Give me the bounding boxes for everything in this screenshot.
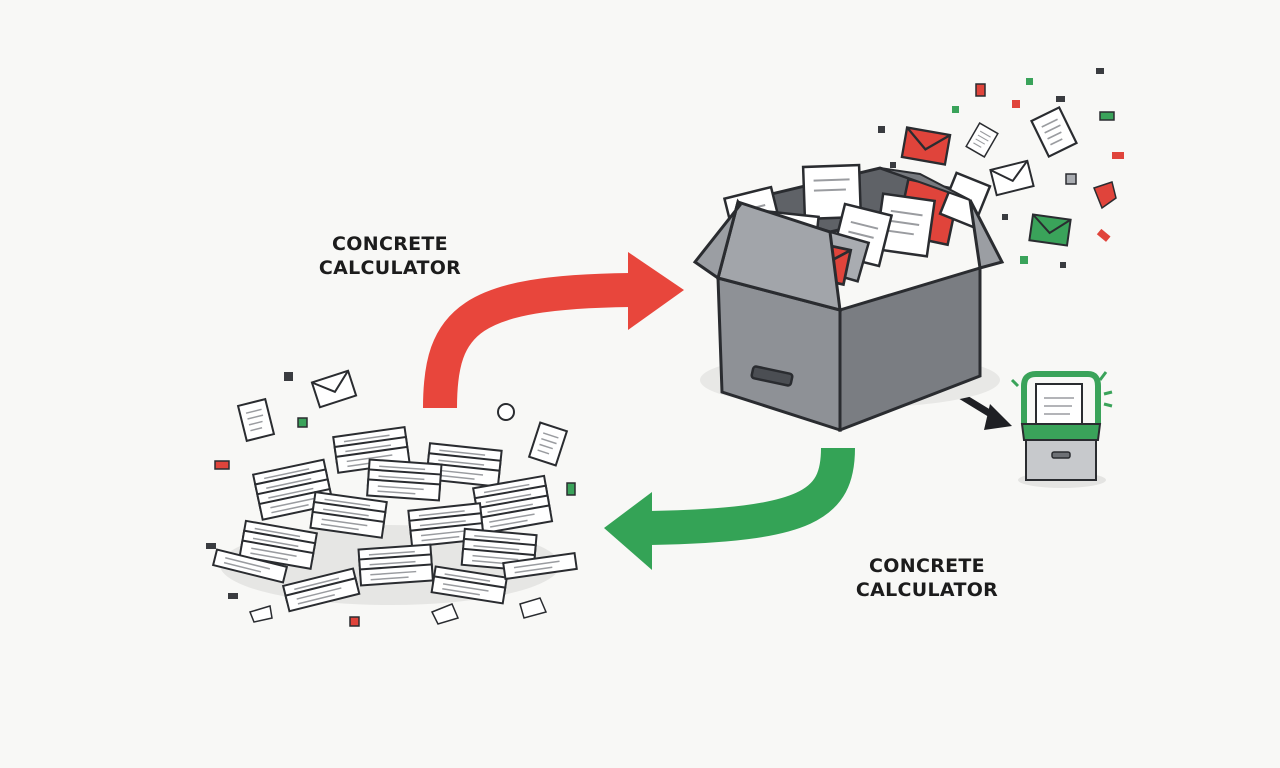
arrow-to-box xyxy=(423,252,684,409)
arrow-to-archive xyxy=(956,391,1012,430)
open-cardboard-box-icon xyxy=(692,163,1005,433)
arrow-to-pile xyxy=(604,447,855,570)
filing-box-icon xyxy=(1010,371,1113,488)
document-icon xyxy=(1030,106,1078,158)
document-icon xyxy=(528,421,568,467)
envelope-icon xyxy=(1028,213,1072,247)
envelope-icon xyxy=(900,126,952,166)
caption-top: CONCRETE CALCULATOR xyxy=(290,232,490,280)
caption-top-line1: CONCRETE xyxy=(332,233,448,255)
paper-stack-icon xyxy=(212,426,578,613)
document-icon xyxy=(965,122,999,158)
envelope-icon xyxy=(310,369,358,409)
document-icon xyxy=(237,398,275,442)
caption-bottom: CONCRETE CALCULATOR xyxy=(822,554,1032,602)
caption-bottom-line1: CONCRETE xyxy=(869,555,985,577)
envelope-icon xyxy=(989,159,1035,197)
caption-bottom-line2: CALCULATOR xyxy=(855,579,999,601)
caption-top-line2: CALCULATOR xyxy=(318,257,462,279)
